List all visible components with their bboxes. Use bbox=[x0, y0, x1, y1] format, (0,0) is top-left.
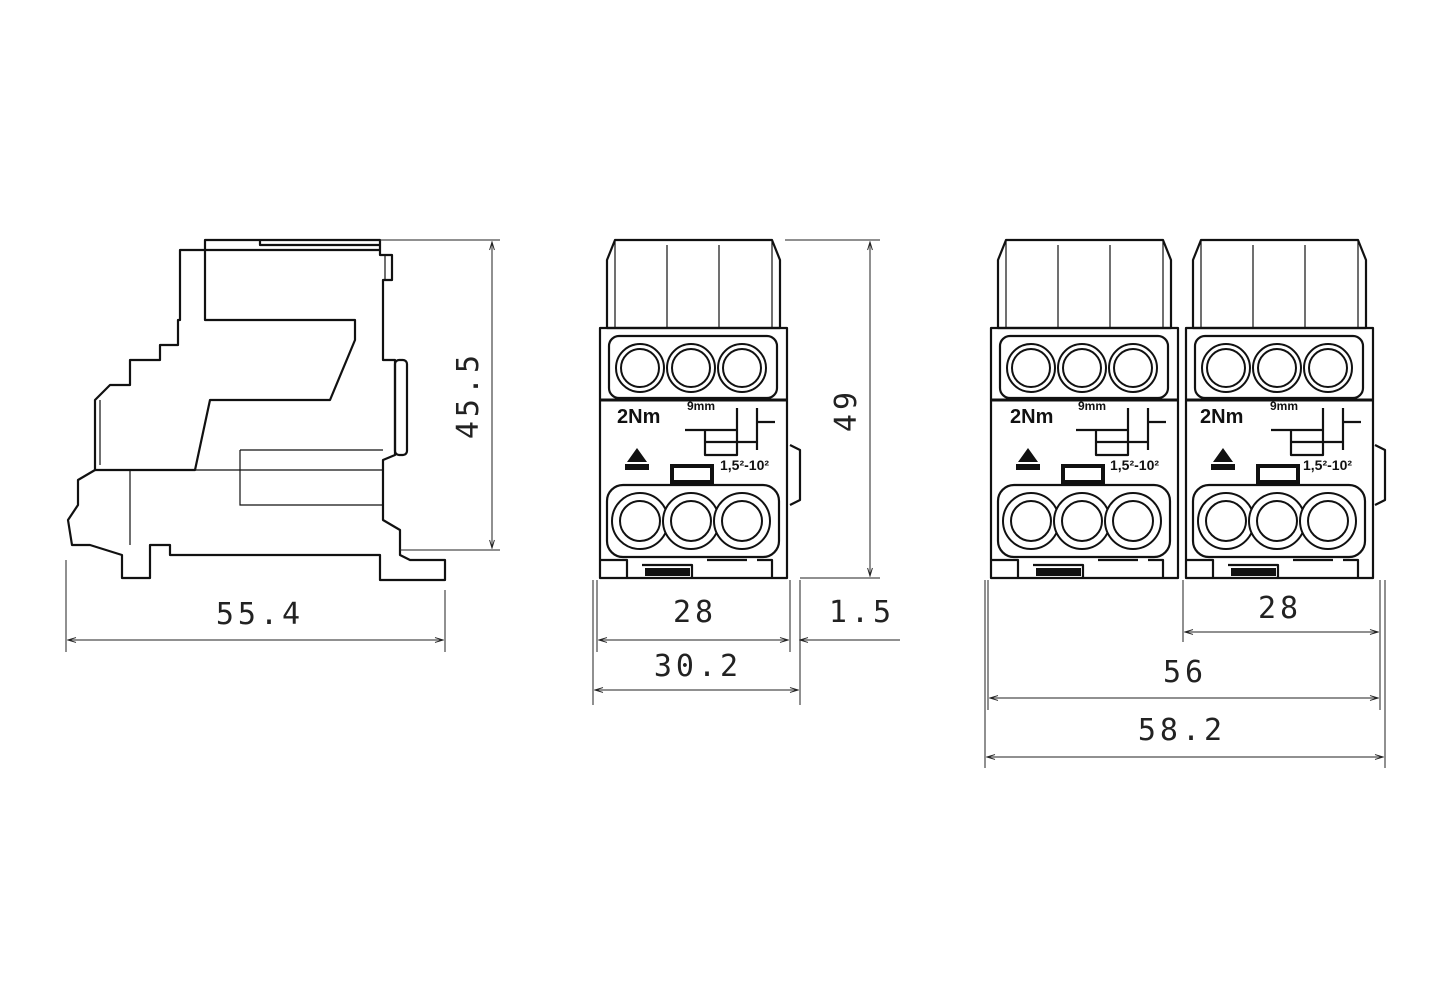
strip-length-label: 9mm bbox=[1078, 399, 1106, 413]
dim-58-2: 58.2 bbox=[1138, 713, 1226, 748]
dim-45-5: 45.5 bbox=[451, 351, 486, 439]
side-width-dimension: 55.4 bbox=[65, 560, 446, 652]
front-single-dimensions: 49 28 1.5 30.2 bbox=[592, 239, 900, 705]
dim-55-4: 55.4 bbox=[216, 597, 304, 632]
dim-30-2: 30.2 bbox=[654, 649, 742, 684]
cross-section-label: 1,5²-10² bbox=[1110, 457, 1159, 473]
torque-label: 2Nm bbox=[1010, 406, 1053, 428]
dim-28-module: 28 bbox=[1258, 591, 1302, 626]
dim-56: 56 bbox=[1163, 655, 1207, 690]
torque-label: 2Nm bbox=[617, 406, 660, 428]
side-view bbox=[66, 238, 447, 582]
cross-section-label: 1,5²-10² bbox=[1303, 457, 1352, 473]
cross-section-label: 1,5²-10² bbox=[720, 457, 769, 473]
front-view-single: 2Nm 9mm 1,5²-10² bbox=[598, 238, 802, 580]
strip-length-label: 9mm bbox=[1270, 399, 1298, 413]
front-double-dimensions: 28 56 58.2 bbox=[984, 580, 1386, 768]
dim-28: 28 bbox=[673, 595, 717, 630]
strip-length-label: 9mm bbox=[687, 399, 715, 413]
dim-1-5: 1.5 bbox=[829, 595, 895, 630]
front-view-double: 2Nm 9mm 1,5²-10² 2Nm 9mm 1,5²-10² bbox=[989, 238, 1387, 580]
dim-49: 49 bbox=[829, 388, 864, 432]
torque-label: 2Nm bbox=[1200, 406, 1243, 428]
side-height-dimension: 45.5 bbox=[380, 239, 500, 551]
